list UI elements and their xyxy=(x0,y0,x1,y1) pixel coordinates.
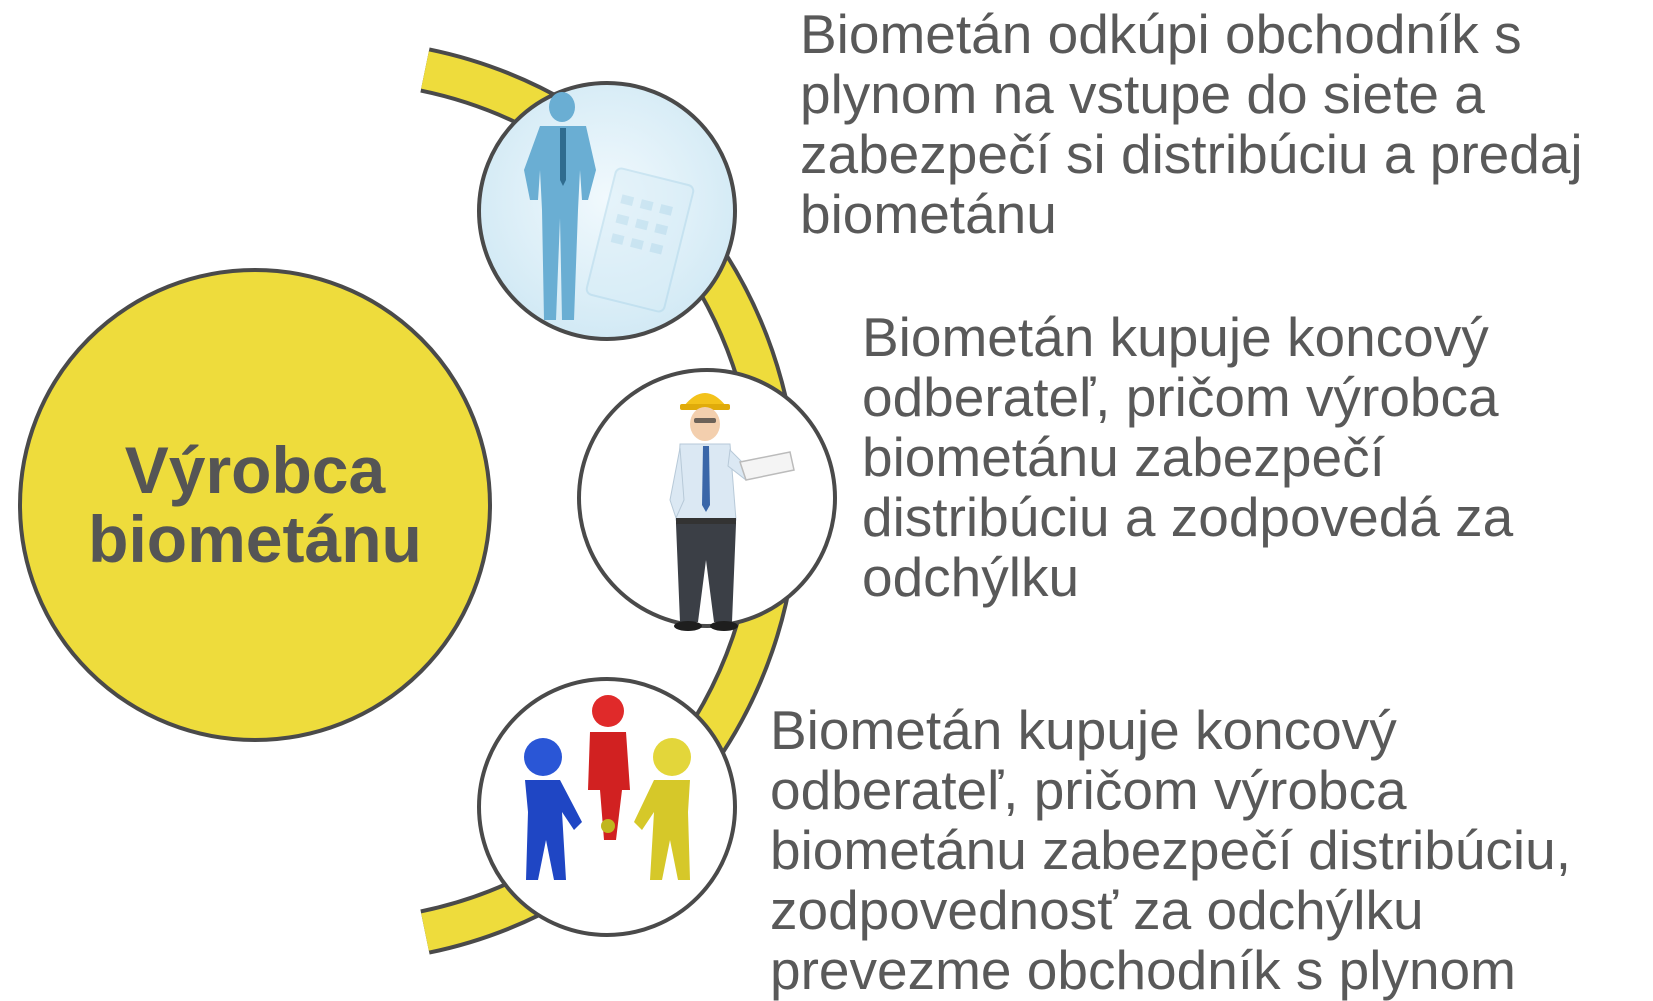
option-text-2: Biometán kupuje koncový odberateľ, pričo… xyxy=(862,306,1514,608)
engineer-with-blueprints-icon xyxy=(669,393,795,631)
option-node-1 xyxy=(477,81,737,341)
option-text-1: Biometán odkúpi obchodník s plynom na vs… xyxy=(800,3,1583,245)
option-text-3: Biometán kupuje koncový odberateľ, pričo… xyxy=(770,699,1572,1001)
businessman-icon xyxy=(524,92,695,320)
team-circle-icon xyxy=(524,695,691,880)
option-node-3 xyxy=(477,677,737,937)
option-node-2 xyxy=(577,368,837,631)
center-circle xyxy=(18,268,492,742)
